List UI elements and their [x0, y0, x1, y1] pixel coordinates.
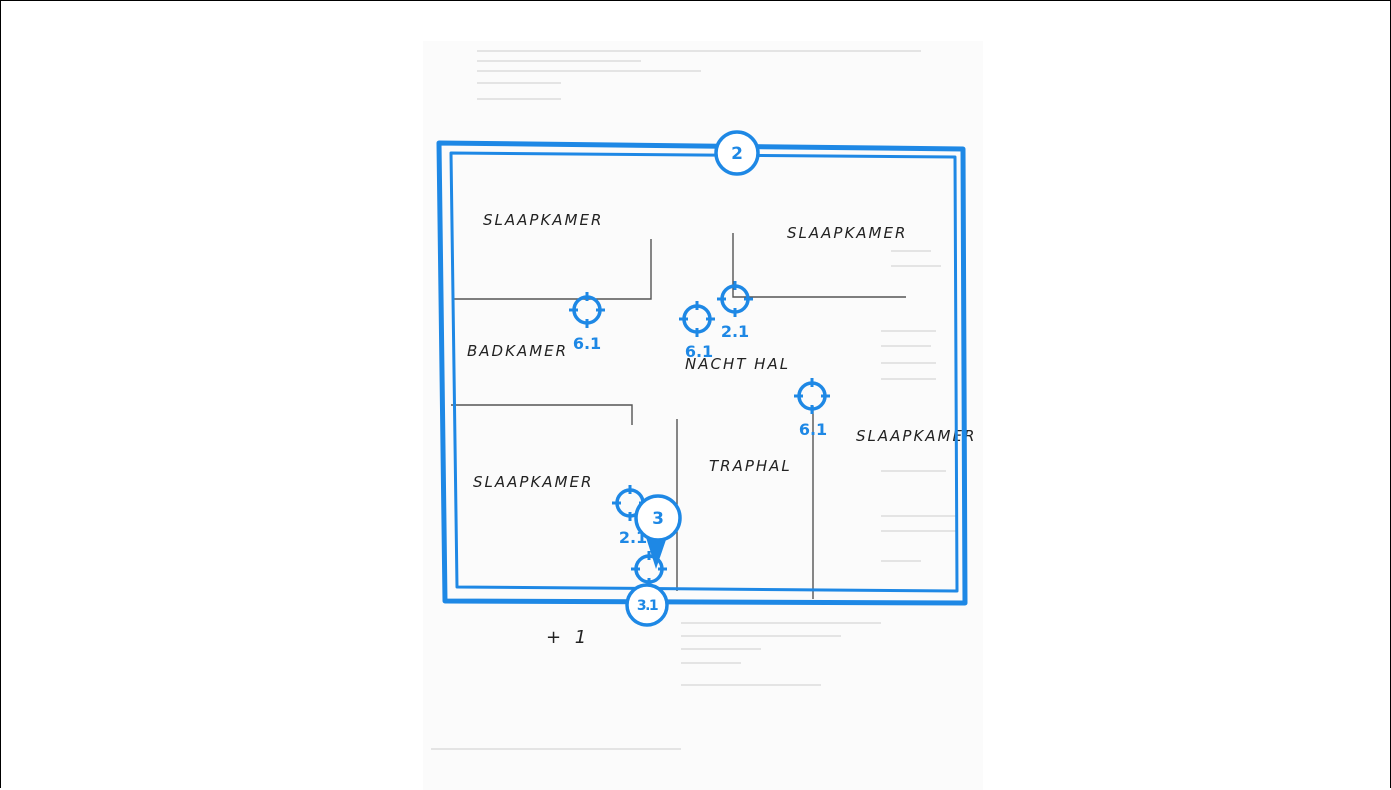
marker-label: 6.1: [685, 342, 713, 361]
plan-walls: [451, 233, 906, 599]
room-label-bedroom-top-left: SLAAPKAMER: [483, 211, 603, 229]
scanned-sheet: [423, 41, 983, 790]
area-outline[interactable]: [436, 140, 968, 606]
room-label-bedroom-top-right: SLAAPKAMER: [787, 224, 907, 242]
crosshair-marker[interactable]: [794, 378, 830, 414]
room-label-stair-hall: TRAPHAL: [709, 457, 792, 475]
marker-label: 3.1: [637, 598, 658, 614]
area-number-badge[interactable]: 2: [714, 130, 760, 176]
room-label-bedroom-bottom-left: SLAAPKAMER: [473, 473, 593, 491]
marker-label-badge: 3.1: [625, 583, 669, 627]
marker-label: 6.1: [799, 420, 827, 439]
faint-form-text: [431, 50, 956, 750]
floor-level-label: + 1: [546, 627, 590, 648]
room-label-bathroom: BADKAMER: [467, 342, 568, 360]
marker-label: 6.1: [573, 334, 601, 353]
pin-number: 3: [652, 509, 664, 529]
pin-badge[interactable]: 3: [634, 494, 682, 569]
area-number: 2: [731, 144, 743, 164]
crosshair-marker[interactable]: [679, 301, 715, 337]
marker-label: 2.1: [721, 322, 749, 341]
room-label-bedroom-right: SLAAPKAMER: [856, 427, 976, 445]
crosshair-marker[interactable]: [717, 281, 753, 317]
room-label-night-hall: NACHT HAL: [685, 355, 790, 373]
crosshair-marker[interactable]: [569, 292, 605, 328]
